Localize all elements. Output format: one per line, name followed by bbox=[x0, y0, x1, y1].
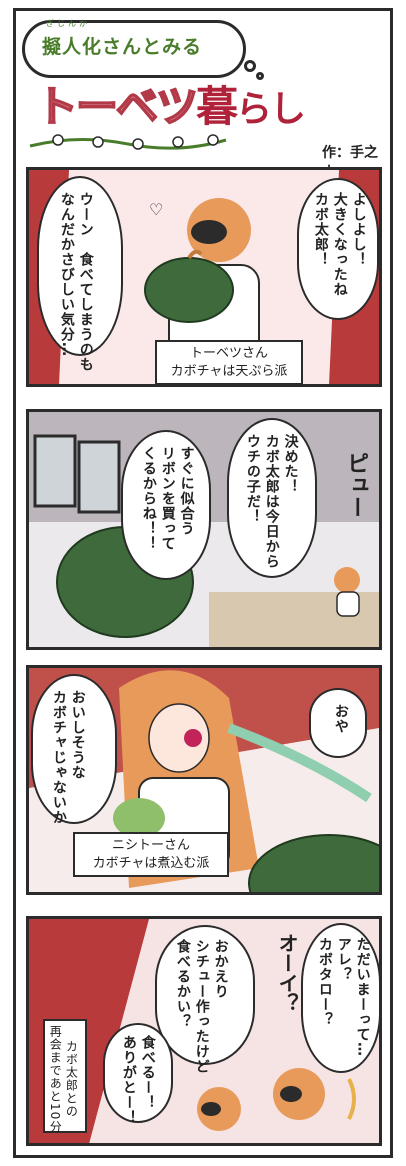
panel-1: ♡ よしよし！ 大きくなったね カボ太郎！ ウーン 食べてしまうのも なんだかさ… bbox=[26, 167, 382, 387]
speech-text: ウーン 食べてしまうのも なんだかさびしい気分… bbox=[58, 192, 94, 372]
speech-text: ただいまーって… アレ？ カボタロー？ bbox=[316, 937, 371, 1057]
svg-text:♡: ♡ bbox=[149, 200, 163, 219]
speech-text: よしよし！ 大きくなったね カボ太郎！ bbox=[312, 192, 367, 297]
speech-bubble bbox=[37, 176, 123, 356]
time-caption: カボ太郎との 再会まであと10分 bbox=[43, 1019, 87, 1133]
caption-note: カボチャは煮込む派 bbox=[92, 855, 210, 871]
main-title: トーベツ暮らし bbox=[35, 85, 306, 130]
sound-effect: オーイ？ bbox=[275, 933, 299, 1013]
speech-bubble bbox=[155, 925, 255, 1065]
speech-text: 食べるー！ ありがとー！ bbox=[120, 1035, 156, 1125]
panel-3: おや おいしそうな カボチャじゃないか ニシトーさん カボチャは煮込む派 bbox=[26, 665, 382, 895]
speech-bubble bbox=[103, 1023, 173, 1123]
title-ruby: ぎじんか bbox=[46, 19, 90, 28]
caption-name: ニシトーさん bbox=[111, 838, 190, 853]
speech-bubble bbox=[309, 688, 367, 758]
cloud-dot bbox=[256, 72, 264, 80]
speech-text: すぐに似合う リボンを買って くるからね！！ bbox=[140, 446, 195, 551]
speech-bubble bbox=[121, 430, 211, 580]
caption-name: トーベツさん bbox=[189, 346, 268, 361]
title-cloud bbox=[22, 20, 246, 78]
cloud-dot bbox=[244, 60, 256, 72]
panel-2: 決めた！ カボ太郎は今日から ウチの子だ！ すぐに似合う リボンを買って くるか… bbox=[26, 409, 382, 650]
speech-bubble bbox=[227, 418, 317, 578]
flower-vine-decoration bbox=[29, 134, 227, 150]
speech-text: 決めた！ カボ太郎は今日から ウチの子だ！ bbox=[244, 434, 299, 569]
character-caption: トーベツさん カボチャは天ぷら派 bbox=[155, 340, 303, 384]
title-part-1: トーベツ bbox=[35, 82, 199, 131]
speech-text: おや bbox=[332, 704, 349, 734]
speech-text: おいしそうな カボチャじゃないか bbox=[50, 690, 86, 825]
subtitle: 擬人化さんとみる bbox=[42, 36, 203, 58]
title-part-2: 暮 bbox=[196, 82, 238, 131]
sound-effect: ピュー bbox=[343, 452, 368, 518]
speech-text: おかえり シチュー作ったけど 食べるかい？ bbox=[174, 939, 229, 1074]
character-caption: ニシトーさん カボチャは煮込む派 bbox=[73, 832, 229, 878]
panel-4: ただいまーって… アレ？ カボタロー？ おかえり シチュー作ったけど 食べるかい… bbox=[26, 916, 382, 1146]
caption-note: カボチャは天ぷら派 bbox=[170, 363, 288, 379]
speech-bubble bbox=[301, 923, 379, 1073]
title-part-3: らし bbox=[236, 89, 306, 130]
comic-header: ぎじんか 擬人化さんとみる トーベツ暮らし 作：手之内 bbox=[16, 12, 390, 181]
speech-bubble bbox=[31, 674, 117, 824]
speech-bubble bbox=[297, 178, 379, 320]
caption-text: カボ太郎との 再会まであと10分 bbox=[48, 1025, 79, 1134]
